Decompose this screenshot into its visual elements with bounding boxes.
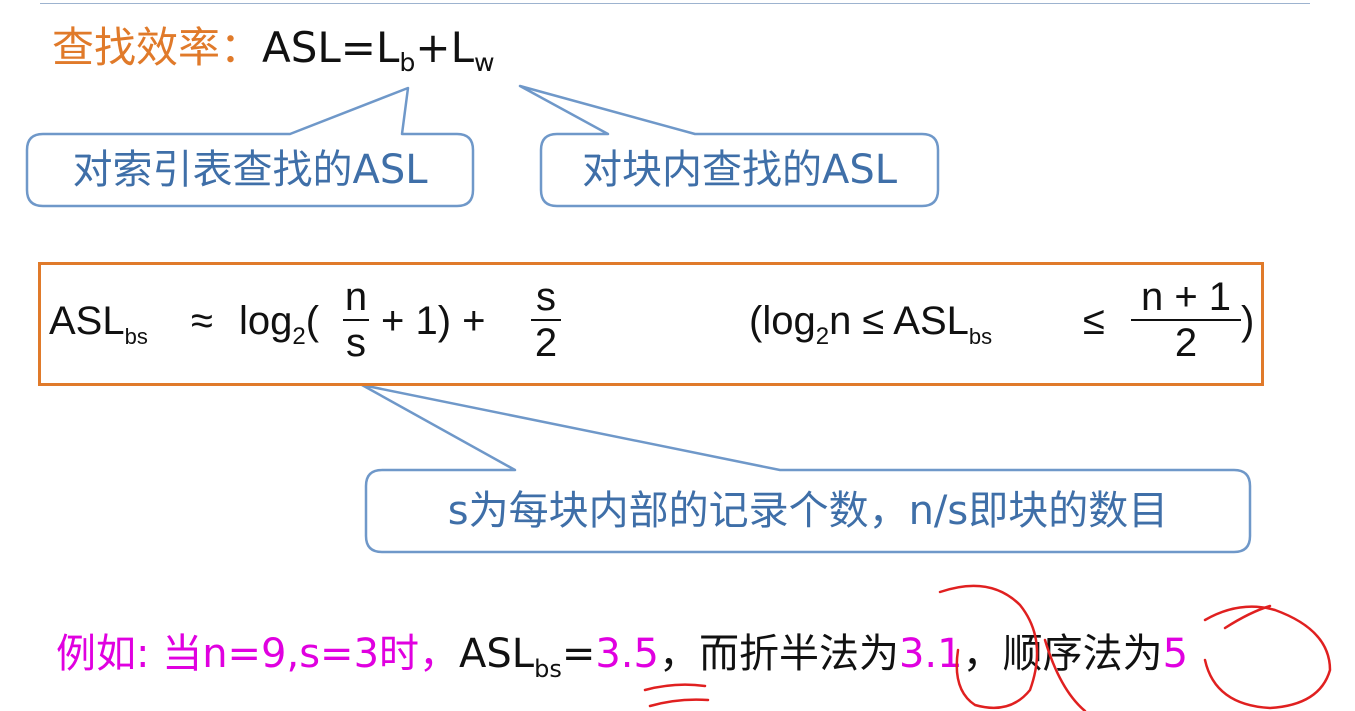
callout-block-asl-text: 对块内查找的ASL [581, 147, 898, 193]
underline-3-5-b [648, 698, 710, 708]
example-binary-label: ，而折半法为 [658, 631, 899, 677]
underline-3-5 [643, 683, 707, 692]
lb-subscript: b [399, 47, 416, 77]
fraction-s-over-2-numerator: s [536, 275, 556, 319]
callout-index-asl-text: 对索引表查找的ASL [72, 147, 428, 193]
range-le: ≤ [1083, 299, 1105, 343]
asl-formula-plus: +L [415, 23, 474, 72]
asl-bs-formula-box: ASLbs ≈ log2( n s + 1) + s 2 (log2n ≤ AS… [38, 262, 1264, 386]
formula-log: log2( [239, 299, 320, 350]
example-asl: ASLbs= [459, 631, 596, 683]
efficiency-label: 查找效率： [52, 23, 263, 72]
range-n-le-text: n ≤ ASL [829, 299, 969, 343]
fraction-bar [343, 319, 369, 321]
asl-formula: ASL=Lb+Lw [262, 23, 495, 77]
fraction-n-over-s-numerator: n [344, 275, 368, 319]
formula-log-text: log [239, 299, 293, 343]
formula-log-subscript: 2 [292, 323, 306, 350]
fraction-n-plus-1-numerator: n + 1 [1140, 275, 1232, 319]
example-sequential-label: ，顺序法为 [962, 631, 1163, 677]
example-asl-subscript: bs [534, 655, 562, 683]
formula-open-paren: ( [305, 299, 320, 343]
formula-approx: ≈ [191, 299, 213, 343]
range-asl-subscript: bs [968, 324, 993, 349]
formula-asl: ASLbs [49, 299, 148, 349]
scribble-5 [1223, 604, 1272, 630]
example-asl-text: ASL [459, 631, 535, 677]
example-line: 例如: 当n=9,s=3时，ASLbs=3.5，而折半法为3.1，顺序法为5 [56, 628, 1188, 685]
range-open-text: (log [749, 299, 816, 343]
lw-subscript: w [474, 47, 495, 77]
example-binary-value: 3.1 [898, 631, 963, 677]
formula-asl-text: ASL [49, 299, 125, 343]
fraction-n-over-s-denominator: s [346, 321, 366, 365]
fraction-bar [1131, 319, 1241, 321]
asl-formula-main: ASL=L [262, 23, 400, 72]
fraction-s-over-2-denominator: 2 [534, 321, 558, 365]
example-block-search-value: 3.5 [595, 631, 659, 677]
fraction-s-over-2: s 2 [531, 275, 561, 365]
formula-asl-subscript: bs [124, 324, 148, 349]
callout-s-explanation: s为每块内部的记录个数，n/s即块的数目 [366, 470, 1250, 552]
callout-block-asl: 对块内查找的ASL [541, 134, 938, 206]
fraction-bar [531, 319, 561, 321]
fraction-n-plus-1-over-2: n + 1 2 [1131, 275, 1241, 365]
top-divider [40, 3, 1310, 4]
example-prefix: 例如: 当n=9,s=3时， [56, 631, 460, 677]
example-sequential-value: 5 [1162, 631, 1189, 677]
circle-5 [1203, 605, 1332, 710]
range-close-paren: ) [1241, 299, 1255, 343]
formula-plus-one: + 1) + [381, 299, 486, 343]
fraction-n-over-s: n s [343, 275, 369, 365]
range-lower-bound: (log2n ≤ ASLbs [749, 299, 992, 350]
callout-index-asl: 对索引表查找的ASL [27, 134, 473, 206]
callout-s-explanation-text: s为每块内部的记录个数，n/s即块的数目 [447, 488, 1169, 534]
fraction-n-plus-1-denominator: 2 [1174, 321, 1198, 365]
example-eq: = [561, 631, 596, 677]
range-log-subscript: 2 [815, 323, 830, 350]
efficiency-heading: 查找效率：ASL=Lb+Lw [52, 22, 495, 80]
